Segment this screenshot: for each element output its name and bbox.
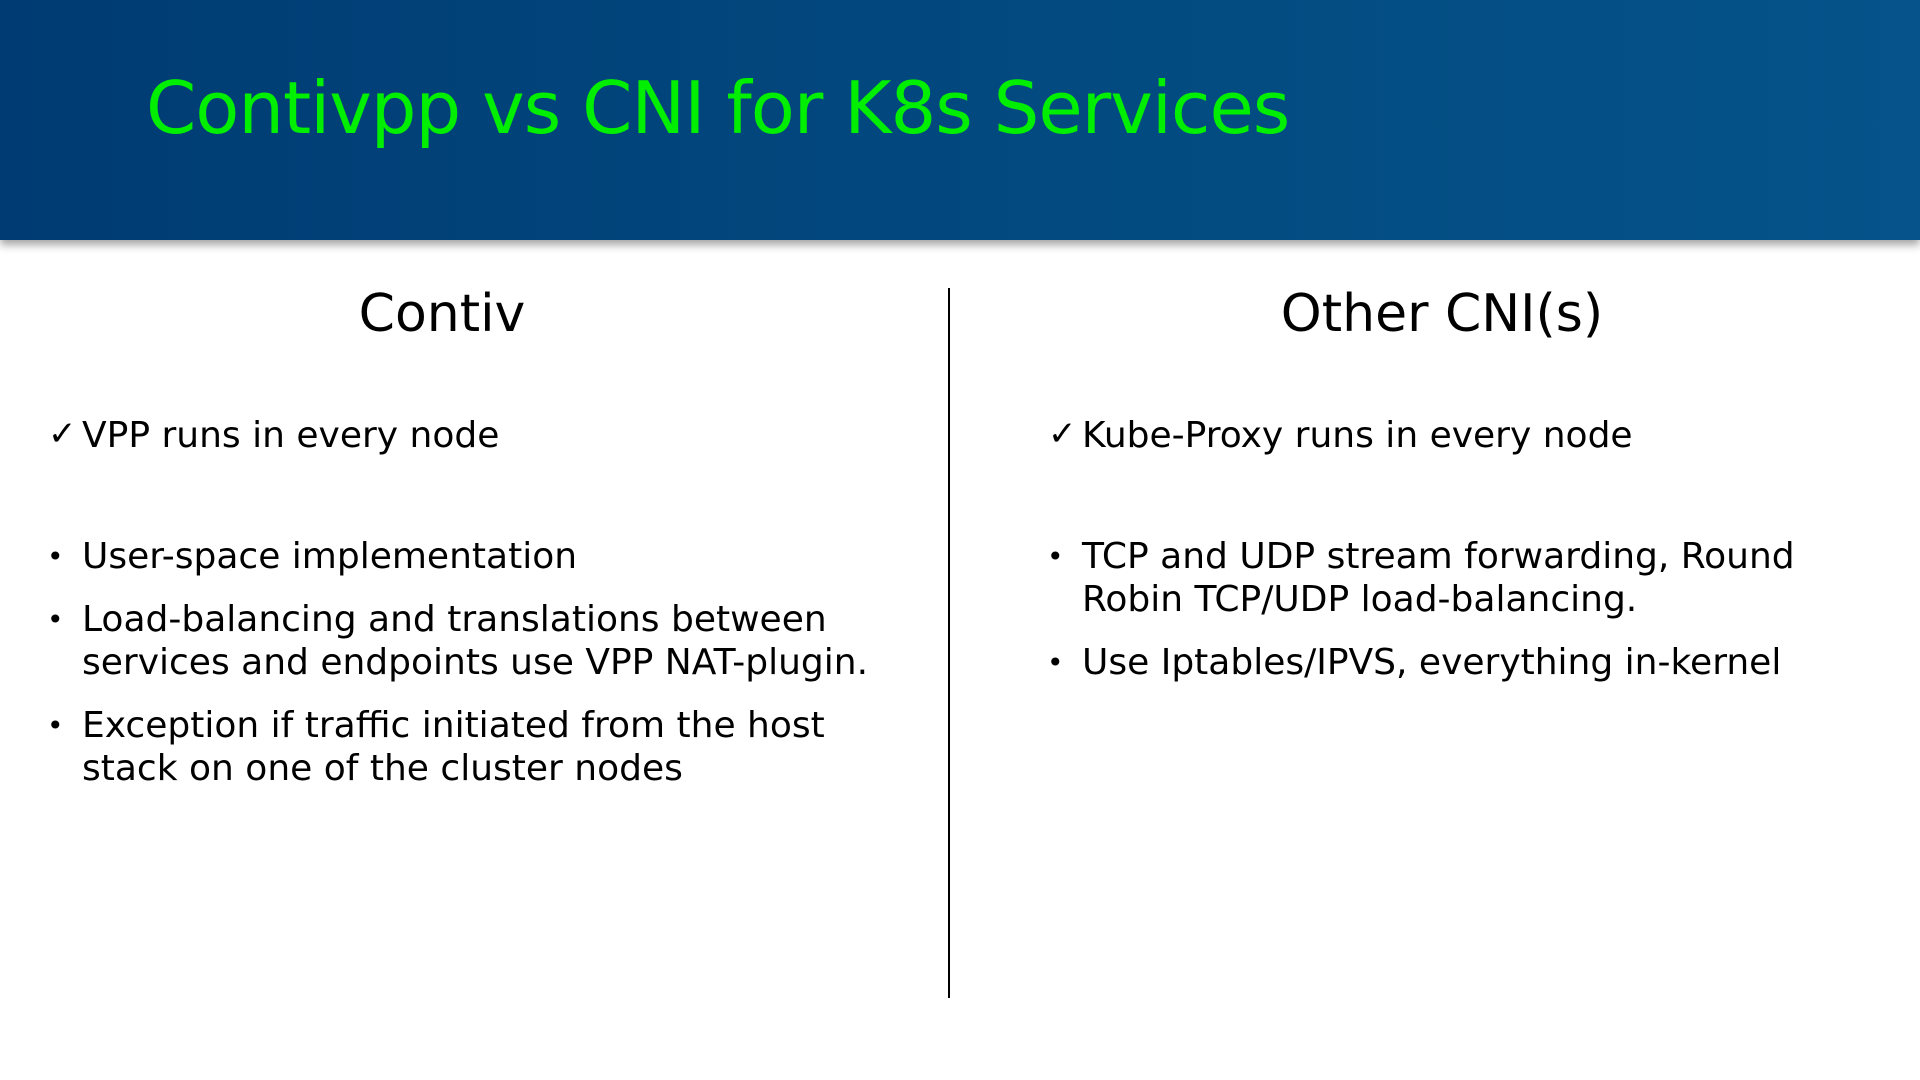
contiv-bullet-list: • User-space implementation • Load-balan…: [44, 535, 880, 790]
list-item-text: Exception if traffic initiated from the …: [82, 705, 825, 790]
list-item-text: User-space implementation: [82, 536, 578, 578]
column-divider: [948, 288, 950, 998]
slide-title: Contivpp vs CNI for K8s Services: [146, 66, 1290, 150]
bullet-icon: •: [47, 709, 64, 743]
list-item: • Use Iptables/IPVS, everything in-kerne…: [1044, 641, 1880, 684]
other-cni-bullet-list: • TCP and UDP stream forwarding, Round R…: [1044, 535, 1880, 684]
bullet-icon: •: [47, 603, 64, 637]
bullet-icon: •: [1047, 646, 1064, 680]
check-item-text: Kube-Proxy runs in every node: [1082, 415, 1633, 456]
contiv-column: Contiv ✓ VPP runs in every node • User-s…: [44, 288, 880, 810]
other-cni-heading: Other CNI(s): [1280, 284, 1604, 344]
contiv-heading: Contiv: [358, 284, 526, 344]
list-item-text: Use Iptables/IPVS, everything in-kernel: [1082, 642, 1782, 684]
other-cni-column: Other CNI(s) ✓ Kube-Proxy runs in every …: [1044, 288, 1880, 704]
list-item: • User-space implementation: [44, 535, 880, 578]
list-item: • Load-balancing and translations betwee…: [44, 598, 880, 684]
list-item-text: TCP and UDP stream forwarding, Round Rob…: [1082, 536, 1795, 621]
check-item: ✓ Kube-Proxy runs in every node: [1044, 414, 1880, 457]
list-item-text: Load-balancing and translations between …: [82, 599, 869, 684]
check-item: ✓ VPP runs in every node: [44, 414, 880, 457]
check-mark-icon: ✓: [48, 414, 77, 454]
check-mark-icon: ✓: [1048, 414, 1077, 454]
bullet-icon: •: [47, 540, 64, 574]
list-item: • TCP and UDP stream forwarding, Round R…: [1044, 535, 1880, 621]
bullet-icon: •: [1047, 540, 1064, 574]
title-banner: Contivpp vs CNI for K8s Services: [0, 0, 1920, 240]
check-item-text: VPP runs in every node: [82, 415, 500, 456]
list-item: • Exception if traffic initiated from th…: [44, 704, 880, 790]
